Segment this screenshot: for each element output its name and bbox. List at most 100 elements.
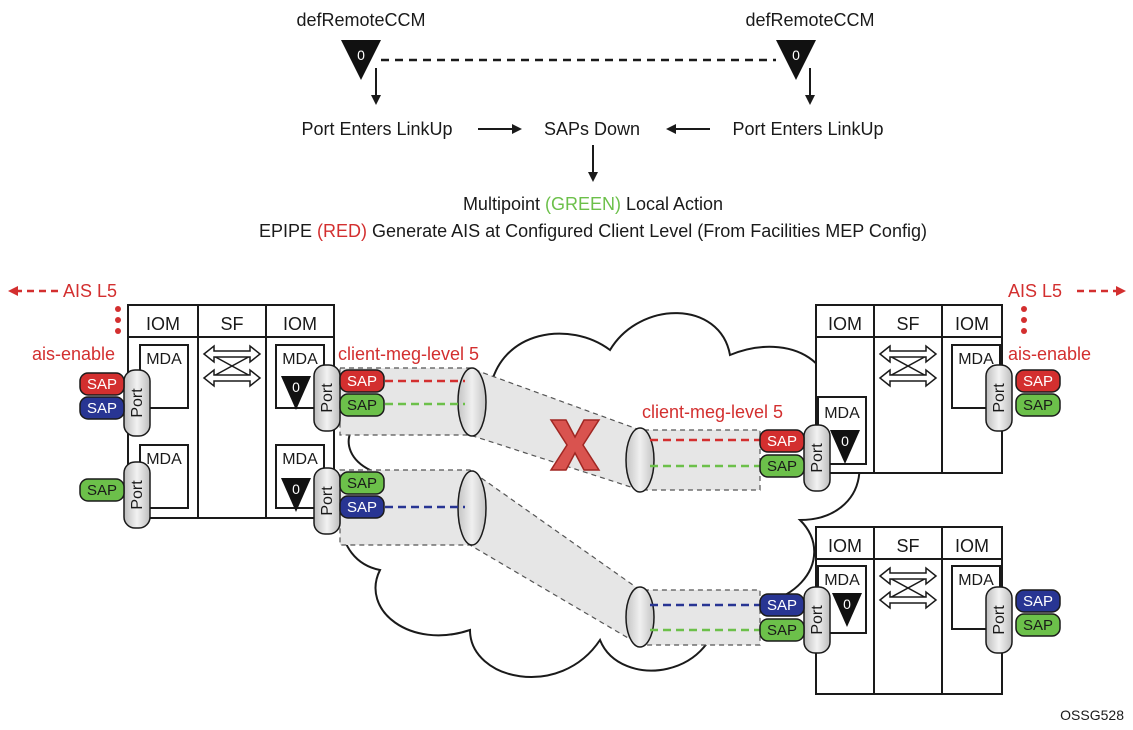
mep-left-icon: 0 — [341, 40, 381, 80]
svg-text:Port: Port — [809, 443, 826, 473]
sap-green[interactable]: SAP — [1015, 613, 1061, 637]
sap-green[interactable]: SAP — [1015, 393, 1061, 417]
port-icon: Port — [985, 364, 1013, 432]
svg-text:0: 0 — [792, 47, 800, 63]
sap-red[interactable]: SAP — [1015, 369, 1061, 393]
mep-right-icon: 0 — [776, 40, 816, 80]
svg-text:SAP: SAP — [87, 482, 117, 499]
svg-text:Port: Port — [129, 388, 146, 418]
ais-enable-right: ais-enable — [1008, 344, 1091, 364]
sap-red[interactable]: SAP — [339, 369, 385, 393]
svg-text:Port: Port — [991, 383, 1008, 413]
sap-green[interactable]: SAP — [759, 618, 805, 642]
svg-text:0: 0 — [841, 433, 849, 449]
port-icon: Port — [313, 364, 341, 432]
switch-fabric-icon — [878, 344, 938, 388]
svg-text:SAP: SAP — [347, 373, 377, 390]
sf-label: SF — [220, 314, 243, 334]
iom-label: IOM — [283, 314, 317, 334]
mda-label: MDA — [958, 572, 994, 589]
svg-text:SAP: SAP — [87, 400, 117, 417]
svg-text:Port: Port — [809, 605, 826, 635]
mda-label: MDA — [282, 351, 318, 368]
failure-x-icon — [549, 419, 601, 471]
switch-fabric-icon — [202, 344, 262, 388]
left-node: IOM SF IOM MDA MDA MDA MDA 0 0 — [127, 304, 335, 519]
switch-fabric-icon — [878, 566, 938, 610]
sap-green[interactable]: SAP — [339, 471, 385, 495]
iom-label: IOM — [146, 314, 180, 334]
mda-label: MDA — [146, 451, 182, 468]
svg-text:SAP: SAP — [767, 622, 797, 639]
port-icon: Port — [123, 461, 151, 529]
right-lower-node: IOM SF IOM MDA MDA 0 — [815, 526, 1003, 695]
mda-label: MDA — [824, 572, 860, 589]
saps-down: SAPs Down — [544, 119, 640, 139]
mep-icon: 0 — [281, 376, 311, 410]
svg-text:SAP: SAP — [347, 397, 377, 414]
mda-label: MDA — [282, 451, 318, 468]
svg-text:SAP: SAP — [1023, 617, 1053, 634]
action-line-1: Multipoint (GREEN) Local Action — [463, 194, 723, 214]
svg-text:SAP: SAP — [347, 475, 377, 492]
def-remote-ccm-left: defRemoteCCM — [296, 10, 425, 30]
mep-icon: 0 — [830, 430, 860, 464]
sf-label: SF — [896, 536, 919, 556]
svg-text:0: 0 — [292, 481, 300, 497]
iom-label: IOM — [828, 536, 862, 556]
svg-text:Port: Port — [991, 605, 1008, 635]
svg-text:SAP: SAP — [87, 376, 117, 393]
mda-label: MDA — [824, 405, 860, 422]
tunnel-upper — [339, 367, 761, 493]
sap-red[interactable]: SAP — [759, 429, 805, 453]
mep-icon: 0 — [832, 593, 862, 627]
port-icon: Port — [123, 369, 151, 437]
client-meg-level-right: client-meg-level 5 — [642, 402, 783, 422]
def-remote-ccm-right: defRemoteCCM — [745, 10, 874, 30]
svg-text:0: 0 — [843, 596, 851, 612]
sap-blue[interactable]: SAP — [759, 593, 805, 617]
iom-label: IOM — [828, 314, 862, 334]
right-upper-node: IOM SF IOM MDA MDA 0 — [815, 304, 1003, 474]
mep-icon: 0 — [281, 478, 311, 512]
ais-l5-left: AIS L5 — [63, 281, 117, 301]
ais-dots-left — [115, 306, 121, 334]
sap-green[interactable]: SAP — [79, 478, 125, 502]
svg-text:SAP: SAP — [347, 499, 377, 516]
tunnel-lower — [339, 469, 761, 648]
iom-label: IOM — [955, 536, 989, 556]
svg-text:0: 0 — [292, 379, 300, 395]
svg-text:Port: Port — [319, 486, 336, 516]
svg-text:SAP: SAP — [767, 458, 797, 475]
svg-text:Port: Port — [319, 383, 336, 413]
action-line-2: EPIPE (RED) Generate AIS at Configured C… — [259, 221, 927, 241]
port-icon: Port — [313, 467, 341, 535]
port-linkup-left: Port Enters LinkUp — [301, 119, 452, 139]
sap-green[interactable]: SAP — [759, 454, 805, 478]
sap-blue[interactable]: SAP — [79, 396, 125, 420]
sap-red[interactable]: SAP — [79, 372, 125, 396]
ais-dots-right — [1021, 306, 1027, 334]
mda-label: MDA — [146, 351, 182, 368]
svg-text:0: 0 — [357, 47, 365, 63]
port-icon: Port — [803, 586, 831, 654]
port-icon: Port — [985, 586, 1013, 654]
client-meg-level-left: client-meg-level 5 — [338, 344, 479, 364]
port-linkup-right: Port Enters LinkUp — [732, 119, 883, 139]
sap-blue[interactable]: SAP — [1015, 589, 1061, 613]
svg-text:SAP: SAP — [767, 433, 797, 450]
svg-text:SAP: SAP — [767, 597, 797, 614]
sap-blue[interactable]: SAP — [339, 495, 385, 519]
ais-l5-right: AIS L5 — [1008, 281, 1062, 301]
ais-enable-left: ais-enable — [32, 344, 115, 364]
svg-text:SAP: SAP — [1023, 397, 1053, 414]
sap-green[interactable]: SAP — [339, 393, 385, 417]
port-icon: Port — [803, 424, 831, 492]
svg-text:SAP: SAP — [1023, 373, 1053, 390]
iom-label: IOM — [955, 314, 989, 334]
svg-text:SAP: SAP — [1023, 593, 1053, 610]
svg-text:Port: Port — [129, 480, 146, 510]
sf-label: SF — [896, 314, 919, 334]
mda-label: MDA — [958, 351, 994, 368]
